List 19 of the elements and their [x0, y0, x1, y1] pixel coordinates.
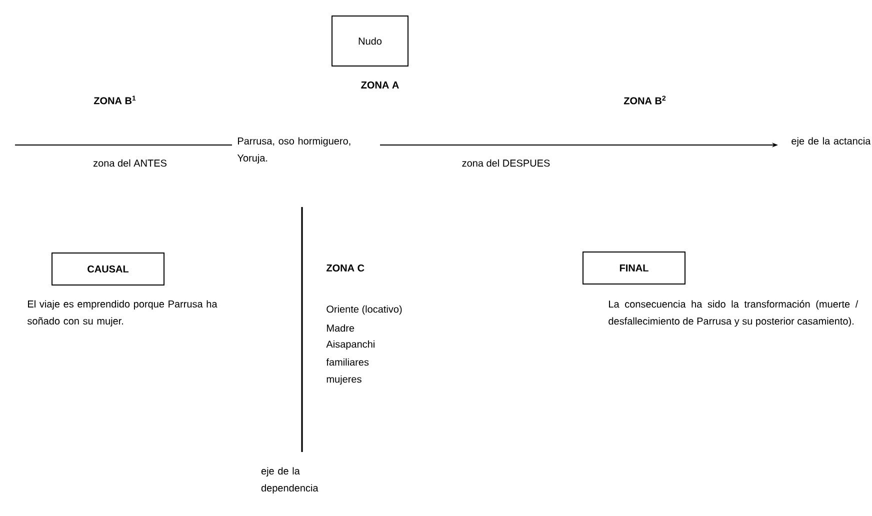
label-text: Aisapanchi	[326, 340, 374, 350]
label-box: Nudo	[332, 16, 408, 66]
label-text: Madre	[327, 324, 354, 332]
note-text: La consecuencia ha sido la transformación (muerte / desfallecimiento de Parrusa y su posterior casamiento).	[608, 300, 858, 327]
label-text: familiares	[326, 358, 369, 366]
label-text: Parrusa, oso hormiguero, Yoruja.	[237, 137, 350, 164]
zone-heading: ZONA B$^{2}$	[624, 96, 666, 104]
note-text: El viaje es emprendido porque Parrusa ha soñado con su mujer.	[28, 300, 218, 326]
label-box: CAUSAL	[52, 252, 164, 286]
label-text: zona del ANTES	[93, 159, 166, 167]
label-text: mujeres	[326, 375, 362, 385]
axis-label: eje de la actancia	[792, 137, 871, 146]
zone-heading: ZONA A	[361, 81, 399, 89]
label-text: zona del DESPUES	[462, 159, 550, 167]
axis-label: eje de la dependencia	[261, 467, 318, 494]
label-text: Oriente (locativo)	[326, 305, 402, 315]
label-box: FINAL	[582, 252, 686, 284]
zone-heading: ZONA B$^{1}$	[94, 96, 136, 104]
zone-heading: ZONA C	[326, 264, 364, 272]
